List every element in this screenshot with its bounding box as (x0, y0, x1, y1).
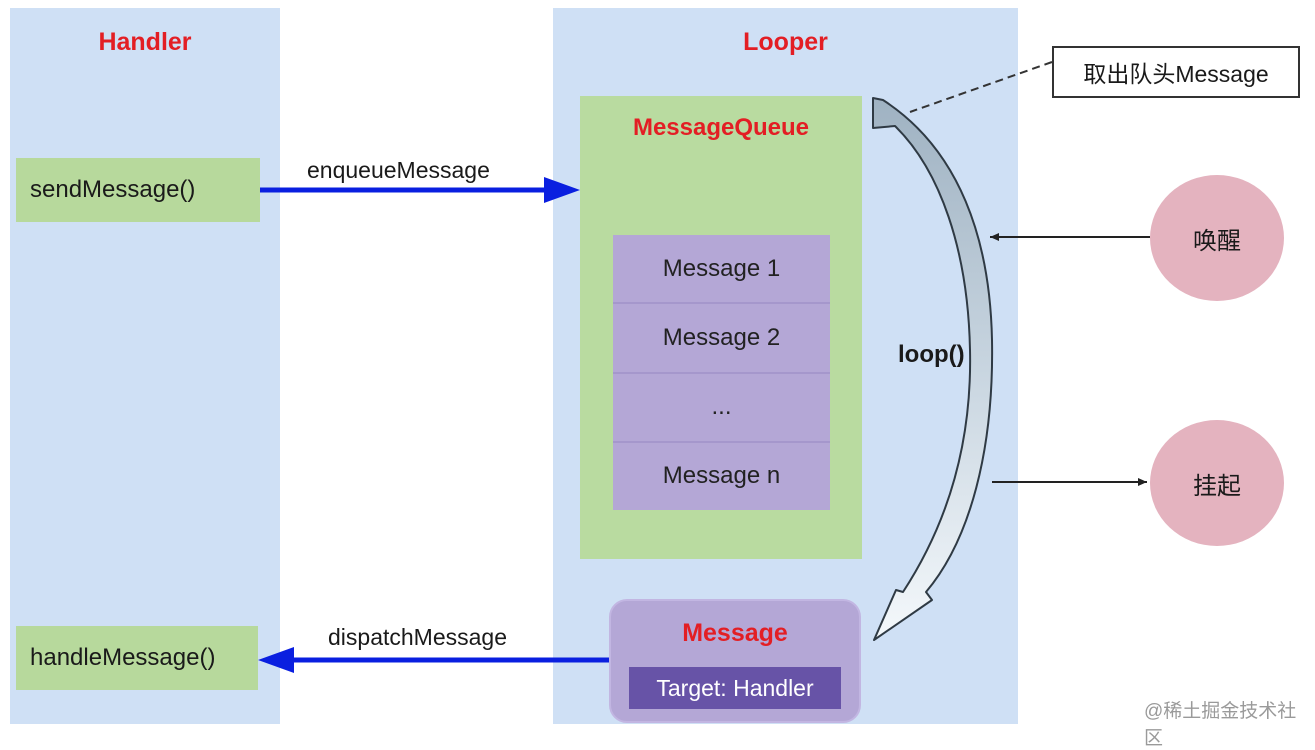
handler-title: Handler (98, 28, 192, 56)
queue-message-item: ... (613, 374, 830, 443)
dequeued-message-title: Message (682, 619, 788, 647)
enqueue-arrow (260, 177, 580, 203)
wake-circle: 唤醒 (1150, 175, 1284, 301)
watermark: @稀土掘金技术社区 (1144, 701, 1297, 749)
dispatch-label: dispatchMessage (328, 624, 507, 650)
suspend-circle: 挂起 (1150, 420, 1284, 546)
handle-message-label: handleMessage() (30, 644, 216, 671)
send-message-box: sendMessage() (16, 158, 260, 222)
looper-title: Looper (743, 28, 828, 56)
enqueue-label: enqueueMessage (307, 157, 490, 183)
loop-label: loop() (898, 341, 965, 368)
dequeued-message: Message Target: Handler (609, 599, 861, 723)
queue-message-item: Message n (662, 462, 781, 490)
queue-message-item: Message 2 (613, 304, 830, 374)
loop-arrow (872, 97, 994, 641)
dequeue-callout: 取出队头Message (1052, 46, 1300, 98)
message-queue-title: MessageQueue (632, 114, 810, 141)
message-list: Message 1 Message 2 ... Message n (613, 235, 830, 510)
callout-leader (909, 61, 1053, 113)
diagram-connectors (258, 61, 1150, 673)
message-target: Target: Handler (629, 667, 841, 709)
queue-message-item: Message 1 (613, 235, 830, 305)
handler-panel: Handler (10, 8, 280, 724)
send-message-label: sendMessage() (30, 176, 196, 203)
handle-message-box: handleMessage() (16, 626, 258, 690)
dispatch-arrow (258, 647, 609, 673)
message-queue: MessageQueue Message 1 Message 2 ... Mes… (580, 96, 862, 559)
